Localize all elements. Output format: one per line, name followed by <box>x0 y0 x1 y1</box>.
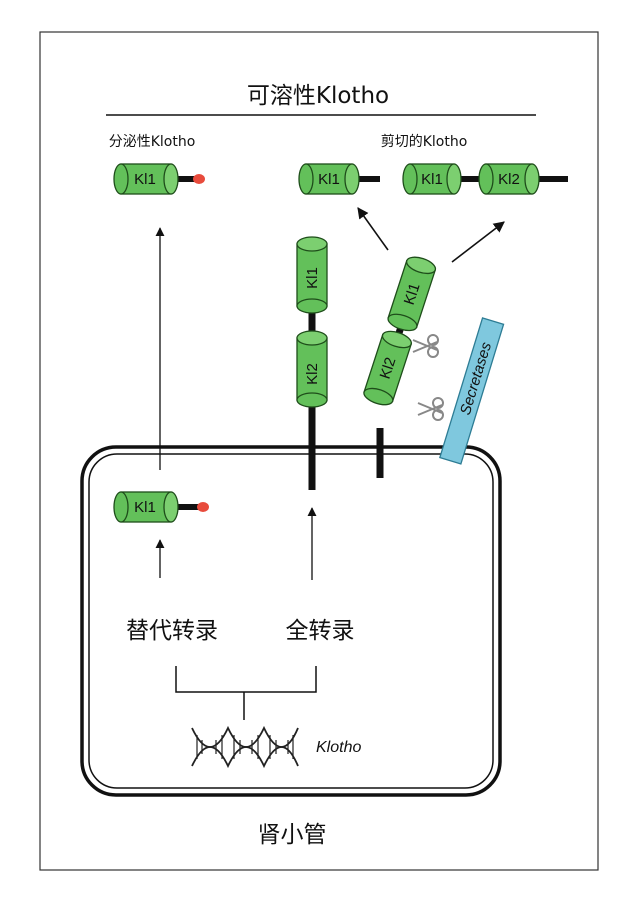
cell-membrane-inner <box>88 453 494 789</box>
alt-transcription-label: 替代转录 <box>126 618 218 644</box>
domain-label-kl1: Kl1 <box>421 171 443 188</box>
domain-label-kl2: Kl2 <box>498 171 520 188</box>
cleaved-kl1-kl2: Kl1 Kl2 <box>402 163 568 195</box>
cleaved-klotho-label: 剪切的Klotho <box>381 134 468 150</box>
secreted-kl1-top: Kl1 <box>113 163 205 195</box>
membrane-klotho-full: Kl1 Kl2 <box>296 236 328 490</box>
cell-membrane <box>80 445 502 797</box>
arrow-to-cleaved-kl1 <box>357 207 389 251</box>
tilted-klotho: Kl1 Kl2 <box>363 256 437 406</box>
secreted-kl1-cell: Kl1 <box>113 491 209 523</box>
domain-label-kl1: Kl1 <box>134 171 156 188</box>
diagram-title: 可溶性Klotho <box>247 83 389 109</box>
domain-label-kl1: Kl1 <box>318 171 340 188</box>
gene-label: Klotho <box>316 739 361 756</box>
dna-helix-icon <box>191 725 299 769</box>
domain-label-kl1: Kl1 <box>304 267 321 289</box>
transcription-bracket <box>175 666 317 720</box>
cleaved-kl1: Kl1 <box>298 163 380 195</box>
domain-label-kl2: Kl2 <box>377 355 400 381</box>
domain-label-kl1: Kl1 <box>401 281 424 307</box>
scissors-icon <box>417 397 444 421</box>
full-transcription-label: 全转录 <box>286 618 355 644</box>
scissors-icon <box>412 334 439 358</box>
domain-label-kl1: Kl1 <box>134 499 156 516</box>
cell-label: 肾小管 <box>258 822 327 848</box>
arrow-to-cleaved-kl1kl2 <box>451 221 505 263</box>
secreted-klotho-label: 分泌性Klotho <box>109 134 196 150</box>
domain-label-kl2: Kl2 <box>304 363 321 385</box>
